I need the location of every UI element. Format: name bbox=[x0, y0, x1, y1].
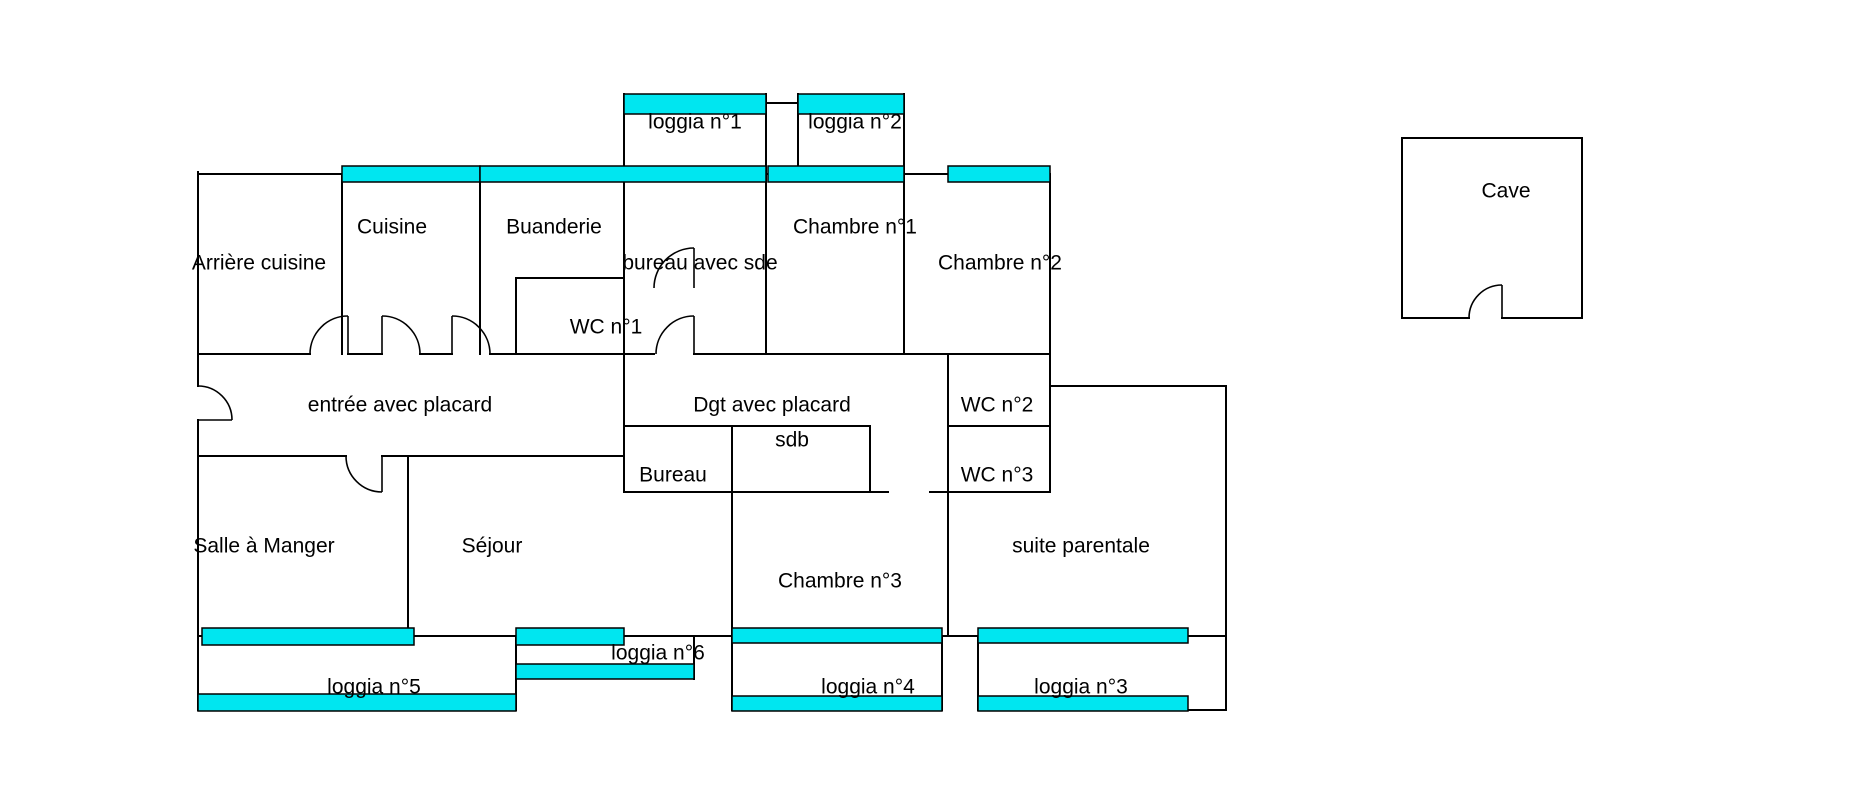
label-wc3: WC n°3 bbox=[961, 464, 1034, 487]
label-bureau: Bureau bbox=[639, 464, 707, 487]
window-loggia6-top bbox=[515, 627, 625, 646]
window-buanderie-bureau bbox=[479, 165, 767, 183]
window-suite-loggia3 bbox=[977, 627, 1189, 644]
door-cave bbox=[1468, 284, 1503, 319]
label-loggia6: loggia n°6 bbox=[611, 642, 705, 665]
window-sejour-loggia5 bbox=[201, 627, 415, 646]
window-chambre1 bbox=[767, 165, 905, 183]
door-buanderie bbox=[451, 315, 491, 355]
window-chambre2 bbox=[947, 165, 1051, 183]
label-cave: Cave bbox=[1481, 180, 1530, 203]
label-bureau-sde: bureau avec sde bbox=[622, 252, 777, 275]
door-sde-shower bbox=[653, 247, 695, 289]
label-wc2: WC n°2 bbox=[961, 394, 1034, 417]
door-entree-sejour bbox=[345, 455, 383, 493]
label-chambre3: Chambre n°3 bbox=[778, 570, 902, 593]
label-buanderie: Buanderie bbox=[506, 216, 602, 239]
windows bbox=[197, 93, 1189, 712]
door-cuisine bbox=[381, 315, 421, 355]
label-loggia4: loggia n°4 bbox=[821, 676, 915, 699]
label-loggia3: loggia n°3 bbox=[1034, 676, 1128, 699]
door-bureau-sde-room bbox=[655, 315, 695, 355]
window-chambre3-loggia4 bbox=[731, 627, 943, 644]
label-entree: entrée avec placard bbox=[308, 394, 492, 417]
label-wc1: WC n°1 bbox=[570, 316, 643, 339]
door-apartment-entrance bbox=[197, 385, 233, 421]
door-arriere-cuisine bbox=[309, 315, 349, 355]
rail-loggia4 bbox=[731, 695, 943, 712]
rail-loggia1 bbox=[623, 93, 767, 115]
room-labels: loggia n°1 loggia n°2 Cuisine Buanderie … bbox=[192, 111, 1531, 699]
label-salle-a-manger: Salle à Manger bbox=[193, 535, 334, 558]
label-arriere-cuisine: Arrière cuisine bbox=[192, 252, 326, 275]
rail-loggia3 bbox=[977, 695, 1189, 712]
label-suite-parentale: suite parentale bbox=[1012, 535, 1150, 558]
label-sejour: Séjour bbox=[462, 535, 523, 558]
label-chambre2: Chambre n°2 bbox=[938, 252, 1062, 275]
window-cuisine bbox=[341, 165, 481, 183]
door-swings bbox=[197, 247, 1503, 493]
rail-loggia5 bbox=[197, 693, 517, 712]
label-cuisine: Cuisine bbox=[357, 216, 427, 239]
label-dgt: Dgt avec placard bbox=[693, 394, 851, 417]
rail-loggia2 bbox=[797, 93, 905, 115]
label-loggia2: loggia n°2 bbox=[808, 111, 902, 134]
label-sdb: sdb bbox=[775, 429, 809, 452]
label-chambre1: Chambre n°1 bbox=[793, 216, 917, 239]
label-loggia1: loggia n°1 bbox=[648, 111, 742, 134]
rail-loggia6 bbox=[515, 663, 695, 680]
label-loggia5: loggia n°5 bbox=[327, 676, 421, 699]
